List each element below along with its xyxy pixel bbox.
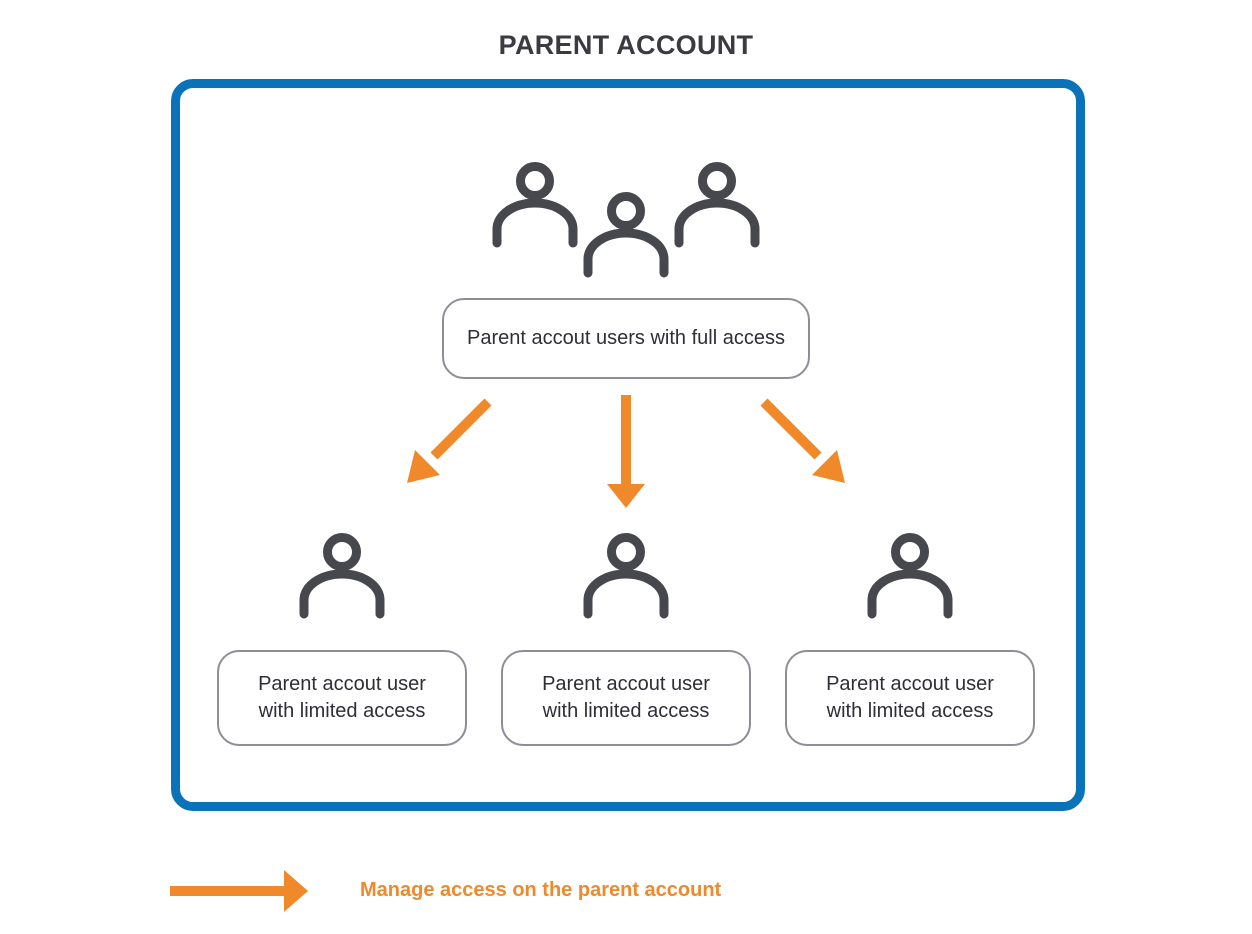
diagram-title: PARENT ACCOUNT [498, 30, 754, 60]
full-access-box: Parent accout users with full access [442, 298, 810, 379]
user-group-icon [497, 167, 755, 274]
access-arrows [407, 395, 845, 508]
user-icon-limited-3 [872, 538, 948, 615]
parent-account-frame [171, 79, 1085, 811]
limited-access-label-line2: with limited access [826, 700, 994, 722]
arrow-right-icon [170, 870, 308, 912]
limited-access-box-2: Parent accout user with limited access [501, 650, 751, 746]
limited-access-label-line2: with limited access [258, 700, 426, 722]
arrow-down-right-icon [760, 398, 845, 483]
limited-access-label-line1: Parent accout user [258, 673, 426, 695]
legend-label: Manage access on the parent account [360, 879, 722, 901]
arrow-down-left-icon [407, 398, 492, 483]
limited-access-box-1: Parent accout user with limited access [217, 650, 467, 746]
limited-access-label-line2: with limited access [542, 700, 710, 722]
limited-access-label-line1: Parent accout user [542, 673, 710, 695]
limited-access-label-line1: Parent accout user [826, 673, 994, 695]
full-access-label: Parent accout users with full access [467, 327, 785, 349]
limited-access-box-3: Parent accout user with limited access [785, 650, 1035, 746]
user-icon-limited-2 [588, 538, 664, 615]
user-icon-group-center [588, 197, 664, 274]
user-icon-limited-1 [304, 538, 380, 615]
user-icon-group-right [679, 167, 755, 244]
user-icon-group-left [497, 167, 573, 244]
arrow-down-icon [607, 395, 645, 508]
